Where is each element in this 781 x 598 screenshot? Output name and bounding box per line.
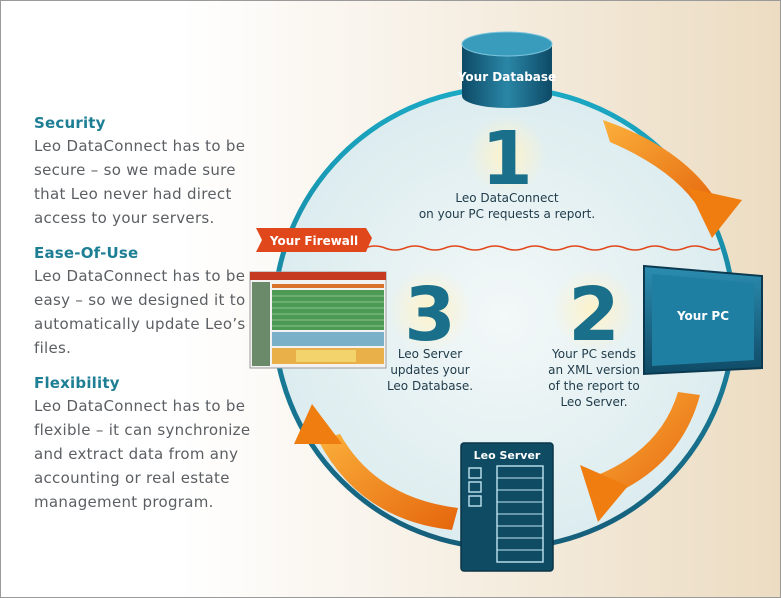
step-1-text-line: Leo DataConnect	[455, 191, 559, 205]
pc-icon: Your PC	[643, 264, 763, 376]
step-2-text-line: of the report to	[548, 379, 639, 393]
step-1-text-line: on your PC requests a report.	[419, 207, 595, 221]
firewall-label: Your Firewall	[269, 234, 358, 248]
firewall-line	[364, 245, 721, 251]
server-label: Leo Server	[474, 449, 541, 462]
feature-body: Leo DataConnect has to be flexible – it …	[34, 397, 251, 511]
step-3-text-line: updates your	[390, 363, 469, 377]
step-1-number: 1	[481, 116, 533, 202]
step-2-text-line: Your PC sends	[551, 347, 636, 361]
feature-title: Flexibility	[34, 374, 120, 392]
leo-app-screenshot	[249, 271, 387, 369]
step-1-glow	[467, 115, 547, 195]
step-2-text-line: Leo Server.	[560, 395, 627, 409]
database-icon: Your Database	[457, 31, 556, 108]
feature-list: Security Leo DataConnect has to be secur…	[34, 114, 264, 528]
step-3-number: 3	[404, 272, 456, 358]
feature-flexibility: Flexibility Leo DataConnect has to be fl…	[34, 374, 264, 514]
pc-label: Your PC	[676, 309, 729, 323]
firewall-banner: Your Firewall	[256, 228, 372, 252]
arrow-to-app	[294, 404, 458, 530]
step-2-number: 2	[568, 272, 620, 358]
feature-ease-of-use: Ease-Of-Use Leo DataConnect has to be ea…	[34, 244, 264, 360]
feature-title: Security	[34, 114, 106, 132]
step-3-text-line: Leo Database.	[387, 379, 473, 393]
feature-body: Leo DataConnect has to be secure – so we…	[34, 137, 246, 227]
database-label: Your Database	[457, 70, 556, 84]
server-icon: Leo Server	[460, 442, 554, 572]
step-3-text-line: Leo Server	[398, 347, 462, 361]
feature-body: Leo DataConnect has to be easy – so we d…	[34, 267, 246, 357]
feature-title: Ease-Of-Use	[34, 244, 139, 262]
arrow-to-server	[580, 392, 700, 522]
cycle-inner-area	[274, 88, 734, 548]
arrow-to-pc	[603, 120, 742, 238]
step-2-glow	[552, 268, 636, 352]
step-3-glow	[388, 268, 472, 352]
feature-security: Security Leo DataConnect has to be secur…	[34, 114, 264, 230]
step-2-text-line: an XML version	[548, 363, 640, 377]
